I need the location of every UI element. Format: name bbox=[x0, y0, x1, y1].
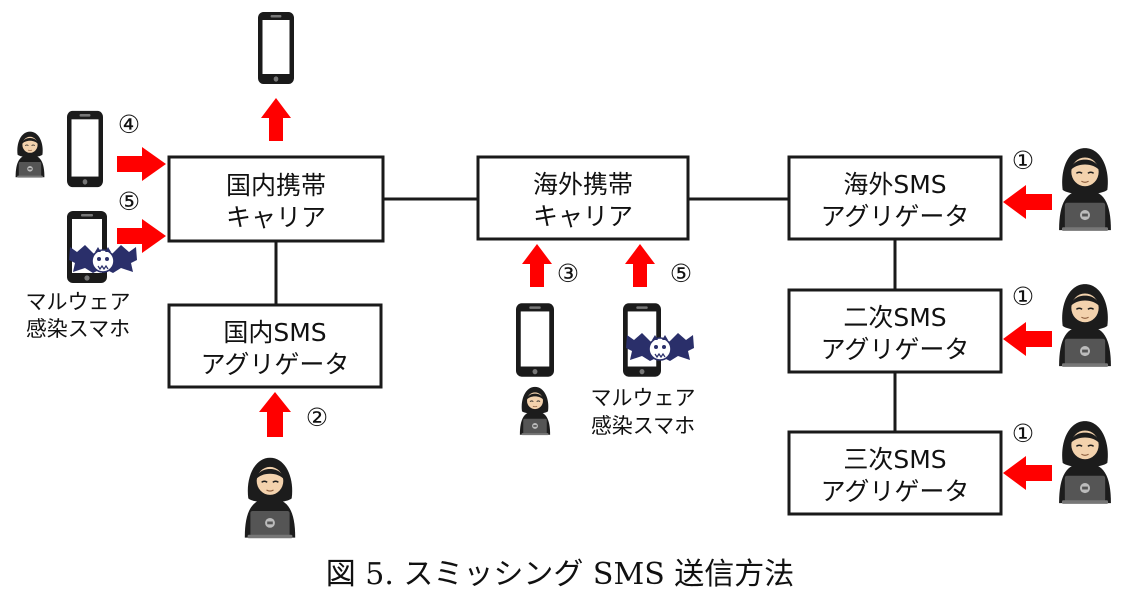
marker-1-overseas: ① bbox=[1012, 146, 1034, 175]
overseas-aggregator-line2: アグリゲータ bbox=[821, 202, 970, 231]
overseas-carrier-line1: 海外携帯 bbox=[533, 170, 633, 199]
box-tertiary-aggregator: 三次SMS アグリゲータ bbox=[787, 430, 1003, 516]
hacker-small-center-icon bbox=[519, 386, 551, 436]
attacker-phone-center-icon bbox=[516, 303, 554, 377]
figure-caption: 図 5. スミッシング SMS 送信方法 bbox=[326, 557, 795, 592]
tertiary-aggregator-line1: 三次SMS bbox=[843, 445, 946, 474]
arrow-right-into-domestic-carrier-5 bbox=[117, 219, 166, 253]
box-overseas-carrier: 海外携帯 キャリア bbox=[476, 155, 690, 241]
box-secondary-aggregator: 二次SMS アグリゲータ bbox=[787, 288, 1003, 374]
arrow-left-into-overseas-aggregator bbox=[1003, 185, 1052, 219]
box-domestic-carrier: 国内携帯 キャリア bbox=[167, 155, 385, 243]
marker-5-center: ⑤ bbox=[670, 259, 692, 288]
domestic-carrier-line1: 国内携帯 bbox=[226, 171, 326, 200]
arrow-up-into-domestic-aggregator bbox=[259, 392, 291, 437]
marker-1-secondary: ① bbox=[1012, 282, 1034, 311]
red-arrows bbox=[117, 98, 1052, 490]
hacker-right-2-icon bbox=[1058, 283, 1112, 368]
tertiary-aggregator-line2: アグリゲータ bbox=[821, 477, 970, 506]
arrow-left-into-tertiary-aggregator bbox=[1003, 456, 1052, 490]
box-overseas-aggregator: 海外SMS アグリゲータ bbox=[787, 155, 1003, 241]
overseas-aggregator-line1: 海外SMS bbox=[843, 170, 946, 199]
connection-lines bbox=[274, 197, 897, 432]
hacker-small-left-icon bbox=[15, 131, 45, 179]
malware-left-label-line2: 感染スマホ bbox=[26, 317, 130, 341]
domestic-aggregator-line2: アグリゲータ bbox=[201, 350, 350, 379]
hacker-right-3-icon bbox=[1058, 420, 1112, 505]
marker-5-left: ⑤ bbox=[118, 187, 140, 216]
domestic-aggregator-line1: 国内SMS bbox=[223, 318, 326, 347]
arrow-right-into-domestic-carrier-4 bbox=[117, 147, 166, 181]
overseas-carrier-line2: キャリア bbox=[533, 202, 633, 231]
marker-3: ③ bbox=[557, 259, 579, 288]
arrow-left-into-secondary-aggregator bbox=[1003, 322, 1052, 356]
domestic-carrier-line2: キャリア bbox=[226, 203, 326, 232]
arrow-up-to-recipient-phone bbox=[261, 98, 291, 141]
arrow-up-into-overseas-carrier-3 bbox=[522, 244, 552, 287]
malware-center-label-line2: 感染スマホ bbox=[591, 414, 695, 438]
hacker-right-1-icon bbox=[1058, 147, 1112, 232]
malware-left-label-line1: マルウェア bbox=[26, 290, 131, 314]
secondary-aggregator-line2: アグリゲータ bbox=[821, 335, 970, 364]
marker-1-tertiary: ① bbox=[1012, 419, 1034, 448]
marker-2: ② bbox=[306, 403, 328, 432]
marker-4: ④ bbox=[118, 110, 140, 139]
arrow-up-into-overseas-carrier-5 bbox=[625, 244, 655, 287]
attacker-phone-icon bbox=[67, 110, 103, 188]
recipient-phone-icon bbox=[258, 12, 294, 84]
box-domestic-aggregator: 国内SMS アグリゲータ bbox=[167, 303, 383, 389]
hacker-bottom-icon bbox=[244, 457, 296, 539]
malware-center-label-line1: マルウェア bbox=[591, 386, 696, 410]
secondary-aggregator-line1: 二次SMS bbox=[843, 303, 946, 332]
